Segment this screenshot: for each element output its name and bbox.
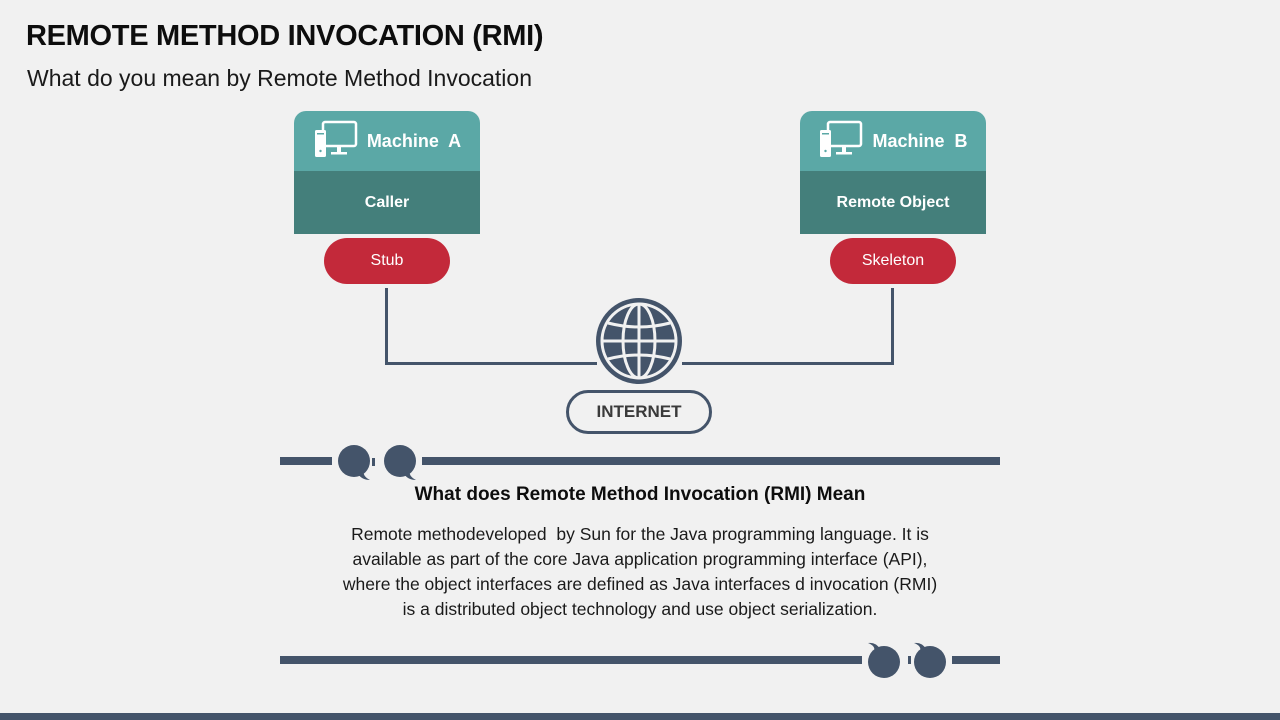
computer-icon (313, 119, 359, 164)
machine-a-header: Machine A (294, 111, 480, 171)
quote-bar-bottom (280, 656, 1000, 664)
quote-bar-top (280, 457, 1000, 465)
open-quote-icon (332, 440, 422, 487)
connector-line-right-horizontal (682, 362, 894, 365)
quote-line: Remote methodeveloped by Sun for the Jav… (351, 524, 929, 544)
skeleton-pill: Skeleton (830, 238, 956, 284)
stub-pill: Stub (324, 238, 450, 284)
machine-a-label: Machine A (366, 130, 462, 151)
close-quote-icon (862, 640, 952, 687)
quote-body: Remote methodeveloped by Sun for the Jav… (290, 522, 990, 622)
quote-heading: What does Remote Method Invocation (RMI)… (414, 484, 866, 505)
connector-line-left-horizontal (385, 362, 597, 365)
machine-b-label: Machine B (872, 130, 968, 151)
globe-icon (594, 296, 684, 386)
footer-bar (0, 713, 1280, 720)
slide-subtitle: What do you mean by Remote Method Invoca… (27, 65, 533, 91)
quote-line: available as part of the core Java appli… (352, 549, 928, 569)
internet-label: INTERNET (566, 390, 712, 434)
machine-a-role: Caller (294, 171, 480, 234)
slide-title: REMOTE METHOD INVOCATION (RMI) (26, 20, 544, 52)
machine-b-header: Machine B (800, 111, 986, 171)
machine-a-card: Machine A Caller (294, 111, 480, 234)
connector-line-left-vertical (385, 288, 388, 365)
quote-line: is a distributed object technology and u… (402, 599, 878, 619)
machine-b-role: Remote Object (800, 171, 986, 234)
quote-line: where the object interfaces are defined … (342, 574, 938, 594)
machine-b-card: Machine B Remote Object (800, 111, 986, 234)
computer-icon (818, 119, 864, 164)
connector-line-right-vertical (891, 288, 894, 365)
